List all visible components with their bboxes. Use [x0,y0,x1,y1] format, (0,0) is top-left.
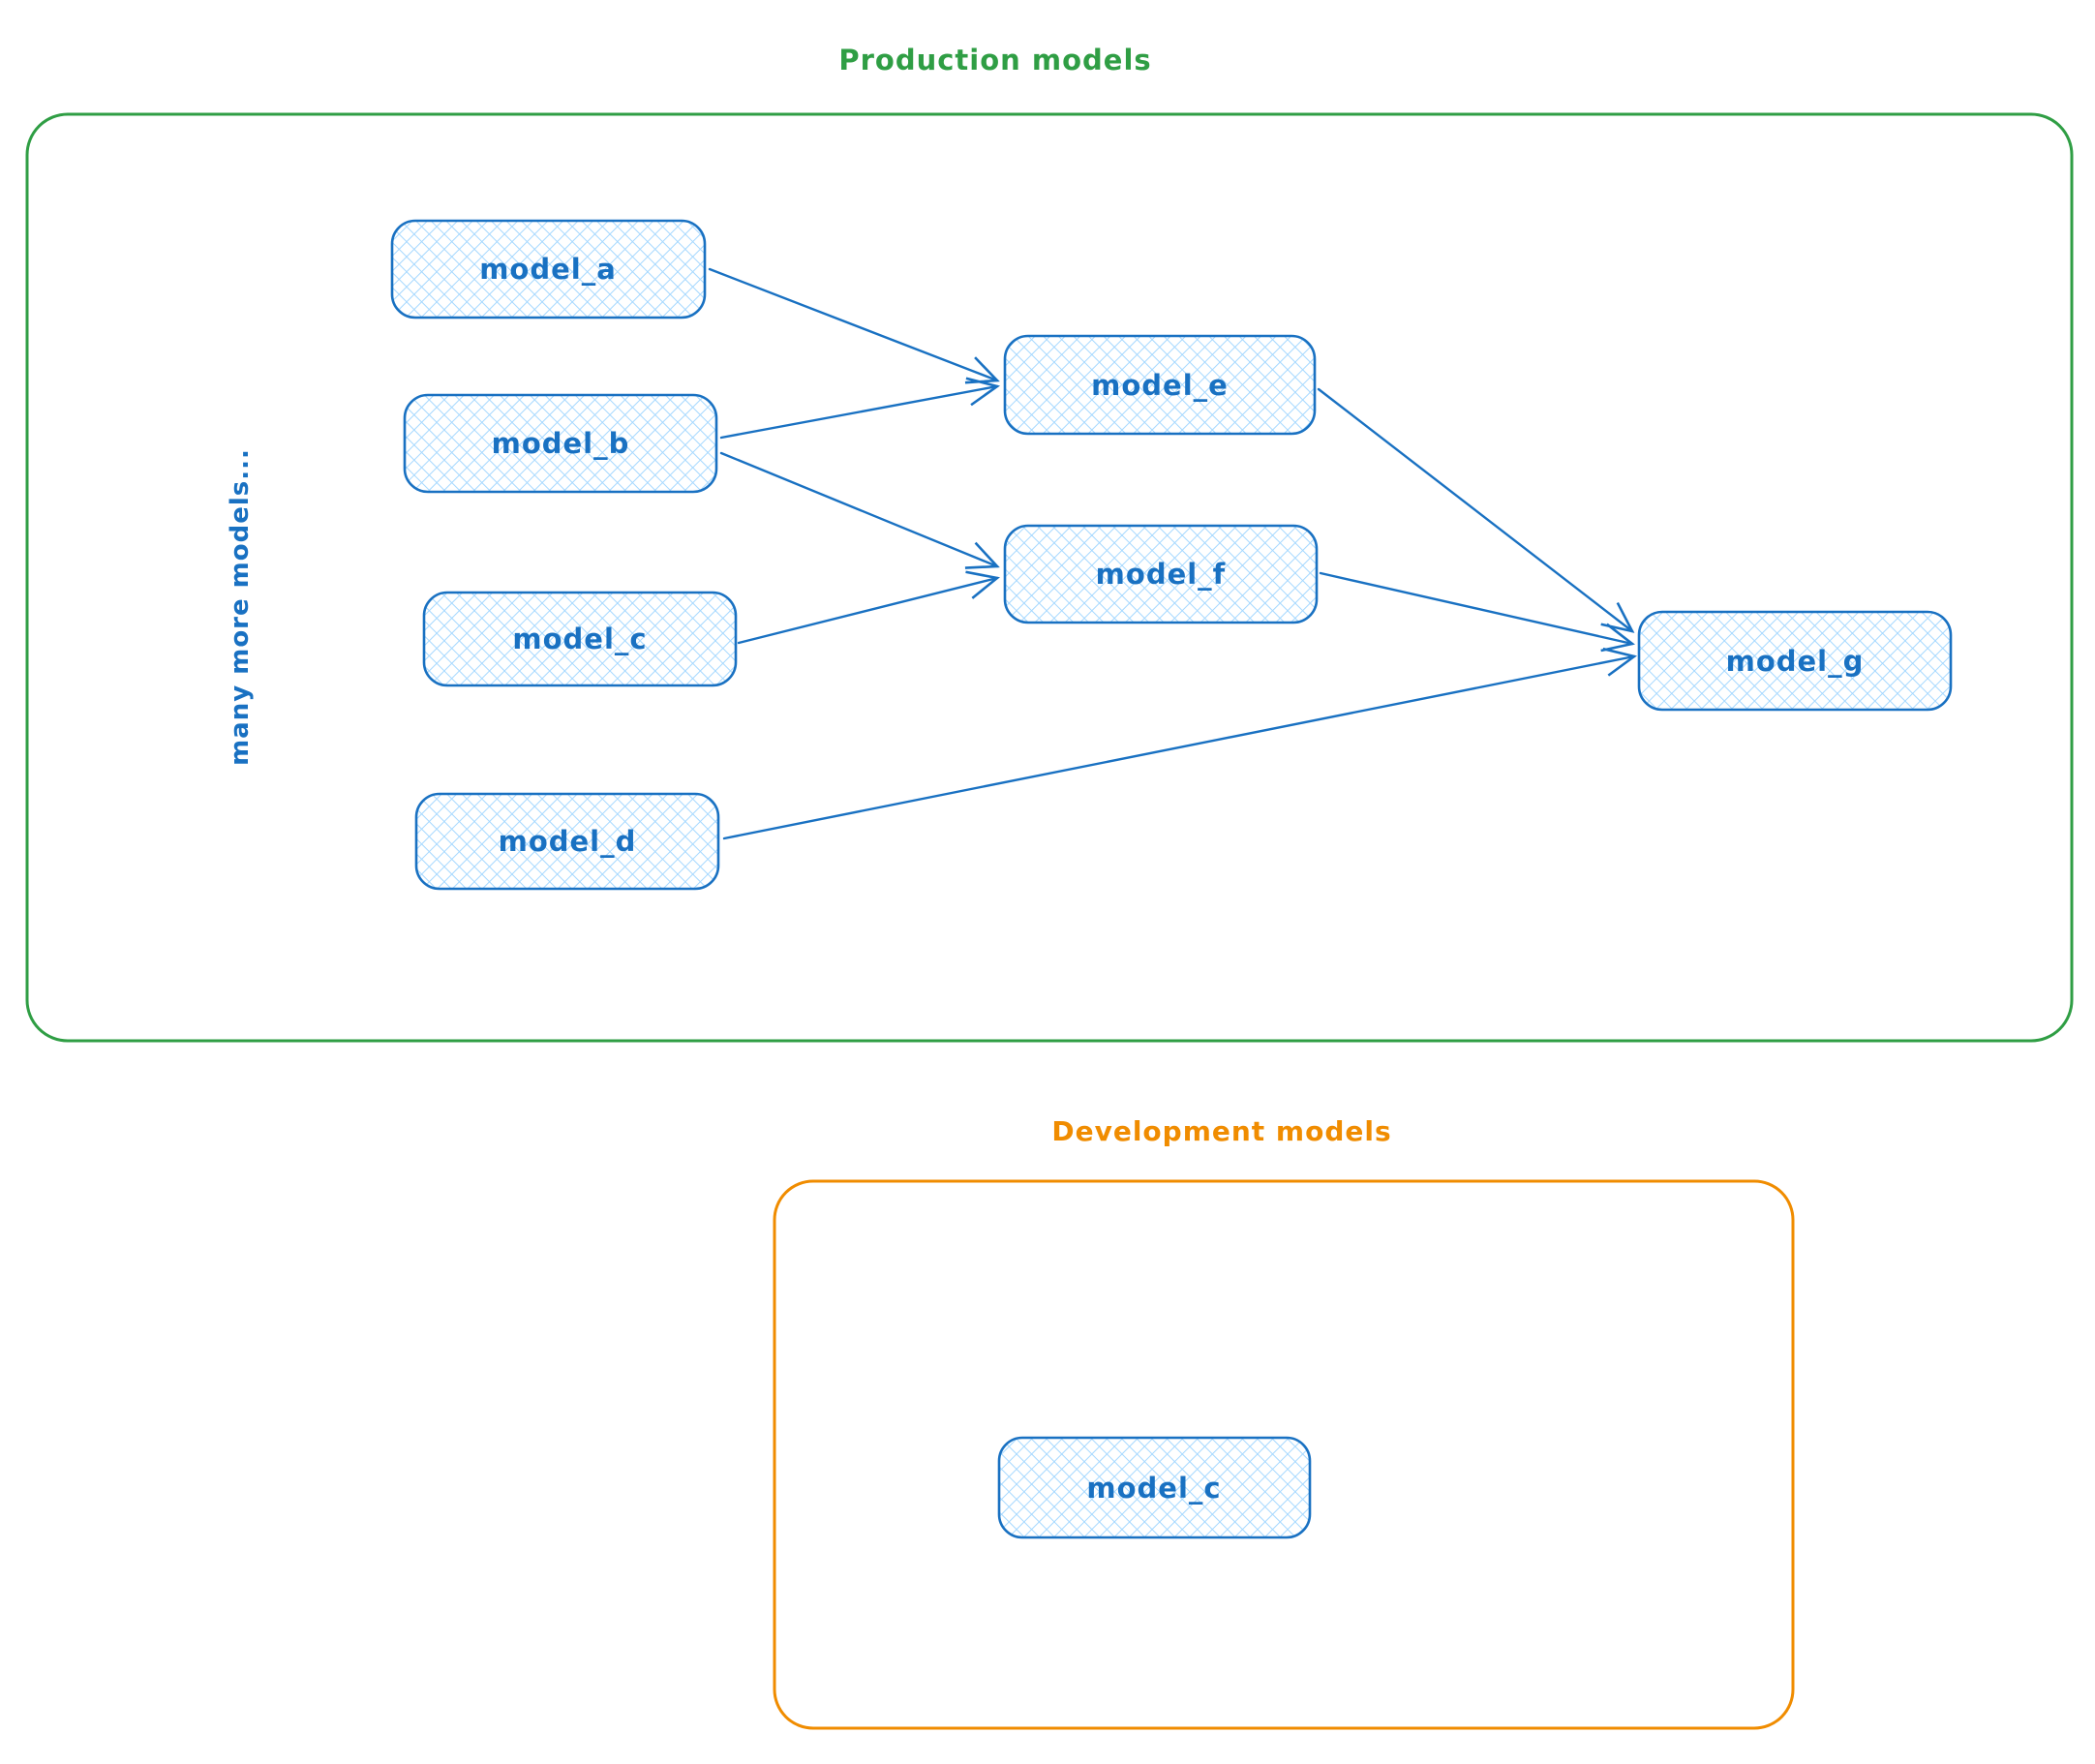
node-model_g-label: model_g [1726,645,1865,678]
node-model_d-box [414,792,720,891]
node-model_d-label: model_d [499,825,637,858]
node-model_e-label: model_e [1091,369,1229,402]
development-title: Development models [1051,1115,1391,1147]
development-group: Development models model_c [773,1115,1795,1730]
node-model_c-label: model_c [512,623,647,655]
production-container [25,112,2074,1043]
edge-model_e-to-model_g [1317,387,1635,633]
node-model_a: model_a [390,219,707,319]
edge-model_c-to-model_f [737,570,1000,645]
node-model_a-label: model_a [479,253,617,286]
node-model_d: model_d [414,792,720,891]
node-model_g: model_g [1637,610,1953,712]
production-group: Production models many more models... mo… [25,44,2074,1043]
node-model_c-box [422,591,738,687]
node-model_e: model_e [1003,334,1317,436]
node-model_g-box [1637,610,1953,712]
node-model_c_dev: model_c [997,1436,1312,1539]
production-title: Production models [838,44,1151,76]
node-model_e-box [1003,334,1317,436]
edge-model_b-to-model_f [719,451,1000,569]
edge-model_d-to-model_g [722,647,1638,840]
many-more-models-annotation: many more models... [226,448,255,766]
edge-model_f-to-model_g [1319,571,1635,653]
node-model_f-label: model_f [1096,558,1227,591]
node-model_b-box [403,393,718,494]
node-model_c_dev-box [997,1436,1312,1539]
edges [708,267,1638,840]
node-model_f: model_f [1003,524,1319,624]
edge-model_a-to-model_e [708,267,1000,384]
node-model_b: model_b [403,393,718,494]
node-model_a-box [390,219,707,319]
node-model_b-label: model_b [492,427,630,460]
edge-model_b-to-model_e [719,377,1001,440]
node-model_f-box [1003,524,1319,624]
development-container [773,1179,1795,1730]
node-model_c_dev-label: model_c [1086,1472,1221,1505]
node-model_c: model_c [422,591,738,687]
